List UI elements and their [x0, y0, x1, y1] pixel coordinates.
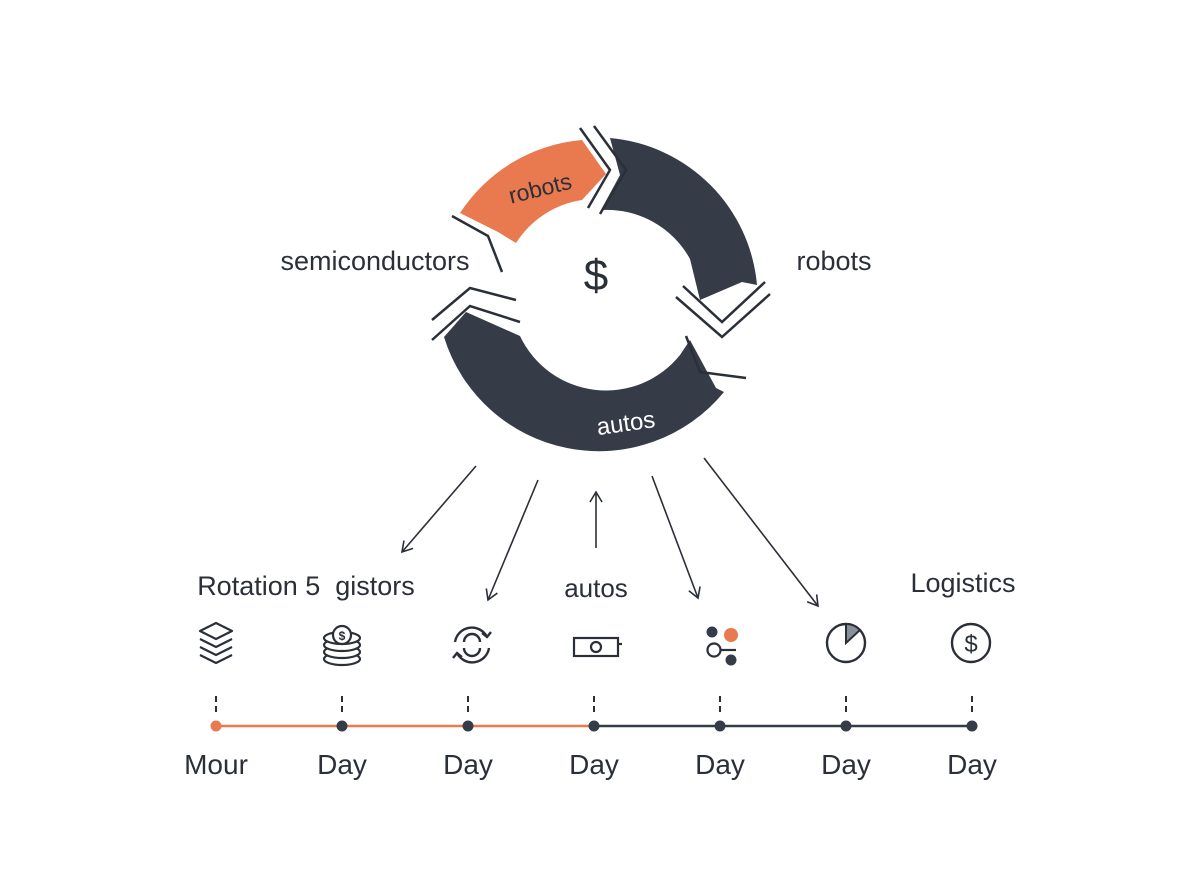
timeline-tick-label: Day [821, 749, 871, 780]
arrow-to-second-group [485, 479, 539, 602]
cycle-break-right-2 [675, 293, 771, 339]
dollar-circle-icon: $ [950, 622, 992, 664]
cycle-arc-top [460, 140, 606, 243]
left-cycle-label: semiconductors [280, 246, 469, 276]
connector-arrows [400, 457, 819, 608]
timeline-tick-label: Mour [184, 749, 248, 780]
timeline-point [966, 720, 978, 732]
group-label-right: Logistics [910, 568, 1015, 598]
timeline-point [714, 720, 726, 732]
timeline-point [462, 720, 474, 732]
cycle-arc-right [601, 138, 757, 300]
nodes-icon [706, 626, 738, 666]
timeline-tick-label: Day [695, 749, 745, 780]
cycle-break-top-left [451, 214, 504, 273]
svg-text:$: $ [339, 629, 346, 643]
cycle-icon [452, 626, 492, 664]
right-cycle-label: robots [796, 246, 871, 276]
cycle-break-lower-right [684, 335, 747, 380]
timeline-tick-label: Day [569, 749, 619, 780]
timeline: Mour Day Day Day Day Day Day [184, 696, 997, 780]
cycle-arc-bottom [444, 312, 724, 452]
cycle-center-symbol: $ [584, 251, 608, 300]
timeline-point [588, 720, 600, 732]
timeline-tick-label: Day [947, 749, 997, 780]
cycle-ring: robots autos $ [431, 125, 771, 452]
arrow-to-fourth-group [651, 475, 701, 600]
layers-icon [198, 621, 234, 665]
coin-stack-icon: $ [322, 624, 362, 667]
arrow-to-left-group [400, 465, 477, 554]
timeline-point [336, 720, 348, 732]
timeline-point [840, 720, 852, 732]
arrow-to-fifth-group [703, 457, 819, 608]
icons-row: $ [198, 621, 992, 667]
group-label-left: Rotation 5 gistors [197, 571, 415, 601]
timeline-tick-label: Day [443, 749, 493, 780]
cycle-break-left [431, 286, 517, 321]
cycle-break-left-2 [431, 304, 521, 341]
timeline-tick-label: Day [317, 749, 367, 780]
cycle-break-right [682, 281, 766, 324]
svg-text:$: $ [964, 631, 977, 658]
group-label-center: autos [564, 573, 628, 603]
banknote-icon [572, 636, 622, 658]
cycle-break-top [578, 127, 612, 209]
cycle-break-top-2 [592, 125, 628, 215]
pie-icon [825, 622, 867, 664]
timeline-point [210, 720, 222, 732]
